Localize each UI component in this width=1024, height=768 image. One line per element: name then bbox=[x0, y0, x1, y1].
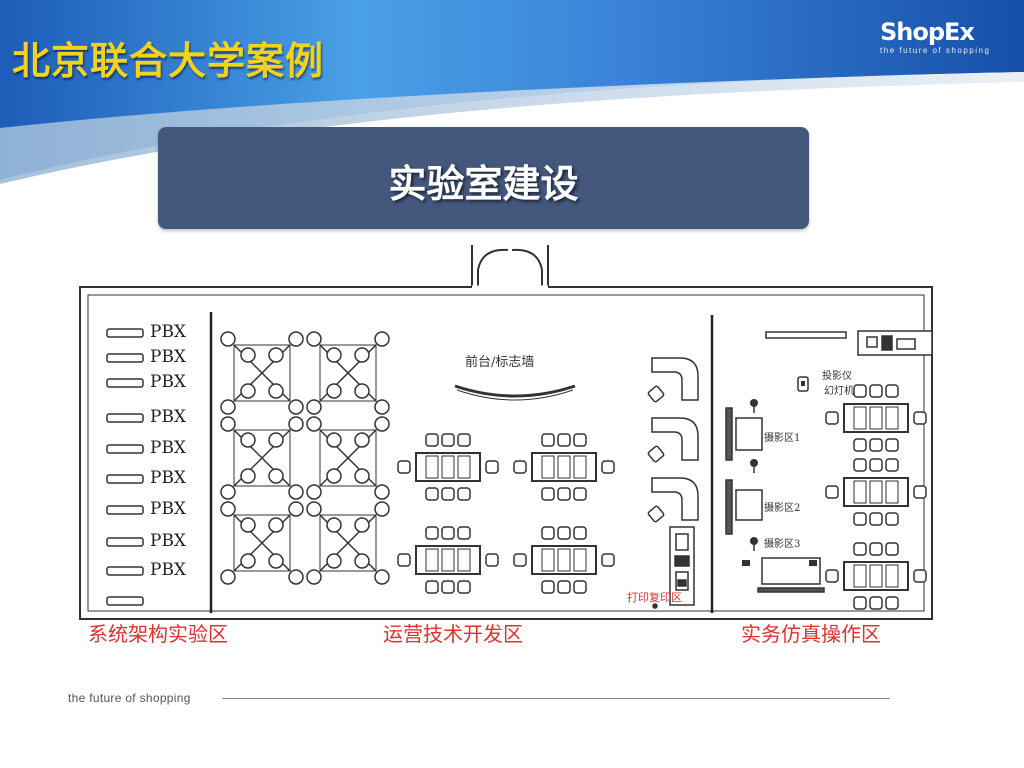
inner-wall bbox=[87, 294, 925, 612]
camera-icon bbox=[750, 399, 758, 413]
cross-workstation bbox=[220, 416, 304, 500]
projector-screen bbox=[765, 331, 847, 339]
cross-workstation bbox=[220, 501, 304, 585]
cross-workstation bbox=[306, 331, 390, 415]
projector-label-2: 幻灯机 bbox=[824, 384, 854, 397]
logo-tagline: the future of shopping bbox=[880, 46, 991, 55]
l-desk bbox=[647, 477, 699, 523]
camera-icon bbox=[809, 560, 817, 566]
camera-icon bbox=[750, 537, 758, 551]
pbx-rack: PBX bbox=[106, 531, 187, 551]
pbx-rack: PBX bbox=[106, 347, 187, 367]
cross-workstation bbox=[220, 331, 304, 415]
projector-icon bbox=[797, 376, 809, 392]
zone-label-left: 系统架构实验区 bbox=[88, 622, 228, 646]
pbx-label: PBX bbox=[150, 438, 187, 458]
pbx-rack: PBX bbox=[106, 438, 187, 458]
pbx-label: PBX bbox=[150, 531, 187, 551]
zone-label-right: 实务仿真操作区 bbox=[741, 622, 881, 646]
camera-icon bbox=[750, 459, 758, 473]
meeting-tables bbox=[397, 384, 927, 610]
pbx-label: PBX bbox=[150, 347, 187, 367]
l-shaped-desks bbox=[647, 357, 699, 523]
entrance-door bbox=[471, 245, 549, 289]
banner-title: 实验室建设 bbox=[388, 162, 579, 206]
photo-studios bbox=[725, 407, 825, 593]
printer-area bbox=[652, 526, 695, 609]
l-desk bbox=[647, 417, 699, 463]
meeting-table bbox=[825, 458, 927, 526]
pbx-rack: PBX bbox=[106, 407, 187, 427]
studio-2-label: 摄影区2 bbox=[764, 501, 800, 514]
logo-wordmark: ShopEx bbox=[880, 18, 975, 46]
footer-tagline: the future of shopping bbox=[68, 691, 191, 705]
reception-label: 前台/标志墙 bbox=[465, 354, 534, 370]
pbx-rack: PBX bbox=[106, 499, 187, 519]
equipment-shelf bbox=[857, 330, 933, 356]
shopex-logo: ShopEx the future of shopping bbox=[880, 18, 1000, 56]
studio-3-label: 摄影区3 bbox=[764, 537, 800, 550]
reception-desk: 前台/标志墙 bbox=[454, 354, 576, 401]
footer-divider bbox=[222, 698, 890, 699]
l-desk bbox=[647, 357, 699, 403]
studio-1-label: 摄影区1 bbox=[764, 431, 800, 444]
lab-floor-plan: PBX PBX PBX PBX PBX PBX PBX PBX PBX 前台/标志墙 打印复印区 bbox=[79, 245, 933, 646]
meeting-table bbox=[397, 433, 499, 501]
printer-label: 打印复印区 bbox=[627, 590, 682, 604]
zone-label-middle: 运营技术开发区 bbox=[383, 622, 523, 646]
pbx-label: PBX bbox=[150, 407, 187, 427]
pbx-label: PBX bbox=[150, 468, 187, 488]
cross-workstation bbox=[306, 416, 390, 500]
meeting-table bbox=[513, 433, 615, 501]
pbx-label: PBX bbox=[150, 560, 187, 580]
pbx-rack: PBX bbox=[106, 372, 187, 392]
pbx-label: PBX bbox=[150, 372, 187, 392]
meeting-table bbox=[825, 384, 927, 452]
pbx-rack: PBX bbox=[106, 468, 187, 488]
pbx-rack: PBX bbox=[106, 560, 187, 580]
page-title: 北京联合大学案例 bbox=[12, 39, 325, 83]
camera-icons bbox=[742, 399, 817, 566]
section-banner: 实验室建设 bbox=[158, 127, 809, 229]
pbx-label: PBX bbox=[150, 499, 187, 519]
projector-label-1: 投影仪 bbox=[822, 369, 852, 382]
meeting-table bbox=[513, 526, 615, 594]
cross-workstations bbox=[220, 331, 390, 585]
camera-icon bbox=[742, 560, 750, 566]
pbx-label: PBX bbox=[150, 322, 187, 342]
pbx-rack: PBX bbox=[106, 322, 187, 342]
meeting-table bbox=[825, 542, 927, 610]
cross-workstation bbox=[306, 501, 390, 585]
pbx-racks: PBX PBX PBX PBX PBX PBX PBX PBX PBX bbox=[106, 322, 187, 606]
meeting-table bbox=[397, 526, 499, 594]
